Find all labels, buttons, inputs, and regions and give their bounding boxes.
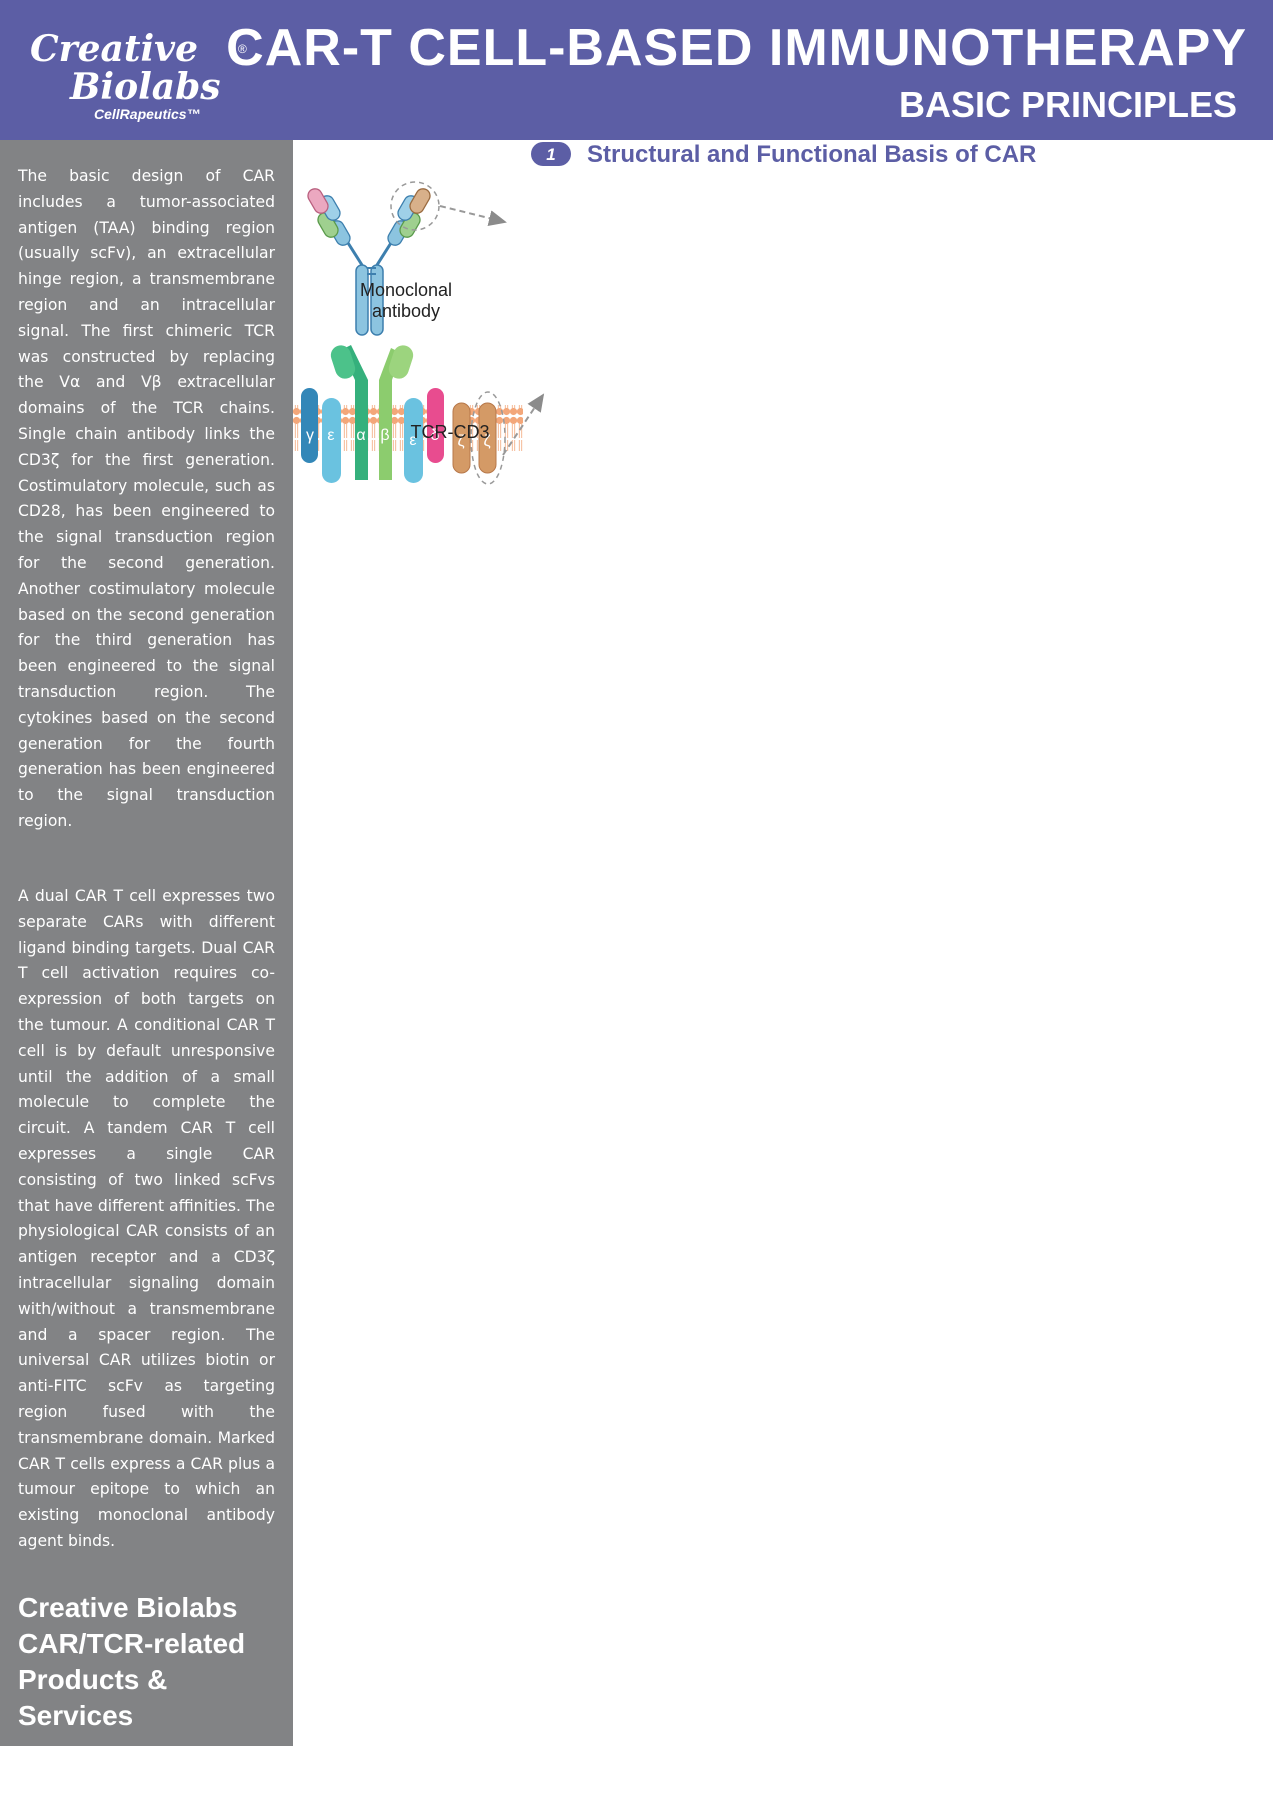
tcr-chain-gamma: γ bbox=[306, 427, 314, 444]
mab-label: antibody bbox=[372, 301, 440, 321]
section1-number: 1 bbox=[546, 145, 555, 164]
tcr-chain-epsilon: ε bbox=[327, 427, 334, 444]
page-subtitle: BASIC PRINCIPLES bbox=[898, 84, 1237, 125]
tcr-chain-alpha: α bbox=[356, 427, 365, 444]
tcr-chain-beta: β bbox=[380, 427, 389, 444]
monoclonal-antibody-icon bbox=[307, 181, 507, 336]
sidebar-heading-line: Products & bbox=[18, 1664, 168, 1695]
car-diagram: 1 Structural and Functional Basis of CAR… bbox=[293, 141, 1036, 485]
tcr-chain-delta: δ bbox=[431, 427, 440, 444]
page-title: CAR-T CELL-BASED IMMUNOTHERAPY bbox=[226, 19, 1247, 77]
logo-registered: ® bbox=[238, 42, 247, 56]
logo-tagline: CellRapeutics™ bbox=[94, 106, 201, 122]
tcr-label: TCR-CD3 bbox=[411, 422, 490, 442]
sidebar-heading-line: Creative Biolabs bbox=[18, 1592, 238, 1623]
tcr-chain-zeta: ζ bbox=[457, 433, 464, 450]
creative-biolabs-logo[interactable]: Creative Biolabs CellRapeutics™ ® bbox=[30, 30, 260, 130]
tcr-cd3-complex-icon bbox=[301, 345, 545, 485]
section1-number-badge bbox=[531, 142, 571, 166]
section1: 1 Structural and Functional Basis of CAR… bbox=[293, 141, 1036, 485]
sidebar-heading-line: CAR/TCR-related bbox=[18, 1628, 246, 1659]
tcr-chain-epsilon: ε bbox=[409, 432, 416, 449]
logo-line1: Creative bbox=[30, 28, 198, 70]
tcr-chain-zeta: ζ bbox=[483, 433, 490, 450]
mab-label: Monoclonal bbox=[360, 280, 452, 300]
sidebar bbox=[0, 140, 293, 1746]
sidebar-heading[interactable]: Creative Biolabs CAR/TCR-related Product… bbox=[18, 1590, 288, 1734]
sidebar-paragraph-car-models: A dual CAR T cell expresses two separate… bbox=[18, 887, 275, 1550]
sidebar-paragraph-basic-design: The basic design of CAR includes a tumor… bbox=[18, 167, 275, 830]
section1-title: Structural and Functional Basis of CAR bbox=[587, 141, 1036, 168]
logo-line2: Biolabs bbox=[70, 66, 221, 108]
header-banner: Creative Biolabs CellRapeutics™ ® CAR-T … bbox=[0, 0, 1273, 140]
sidebar-heading-line: Services bbox=[18, 1700, 134, 1731]
